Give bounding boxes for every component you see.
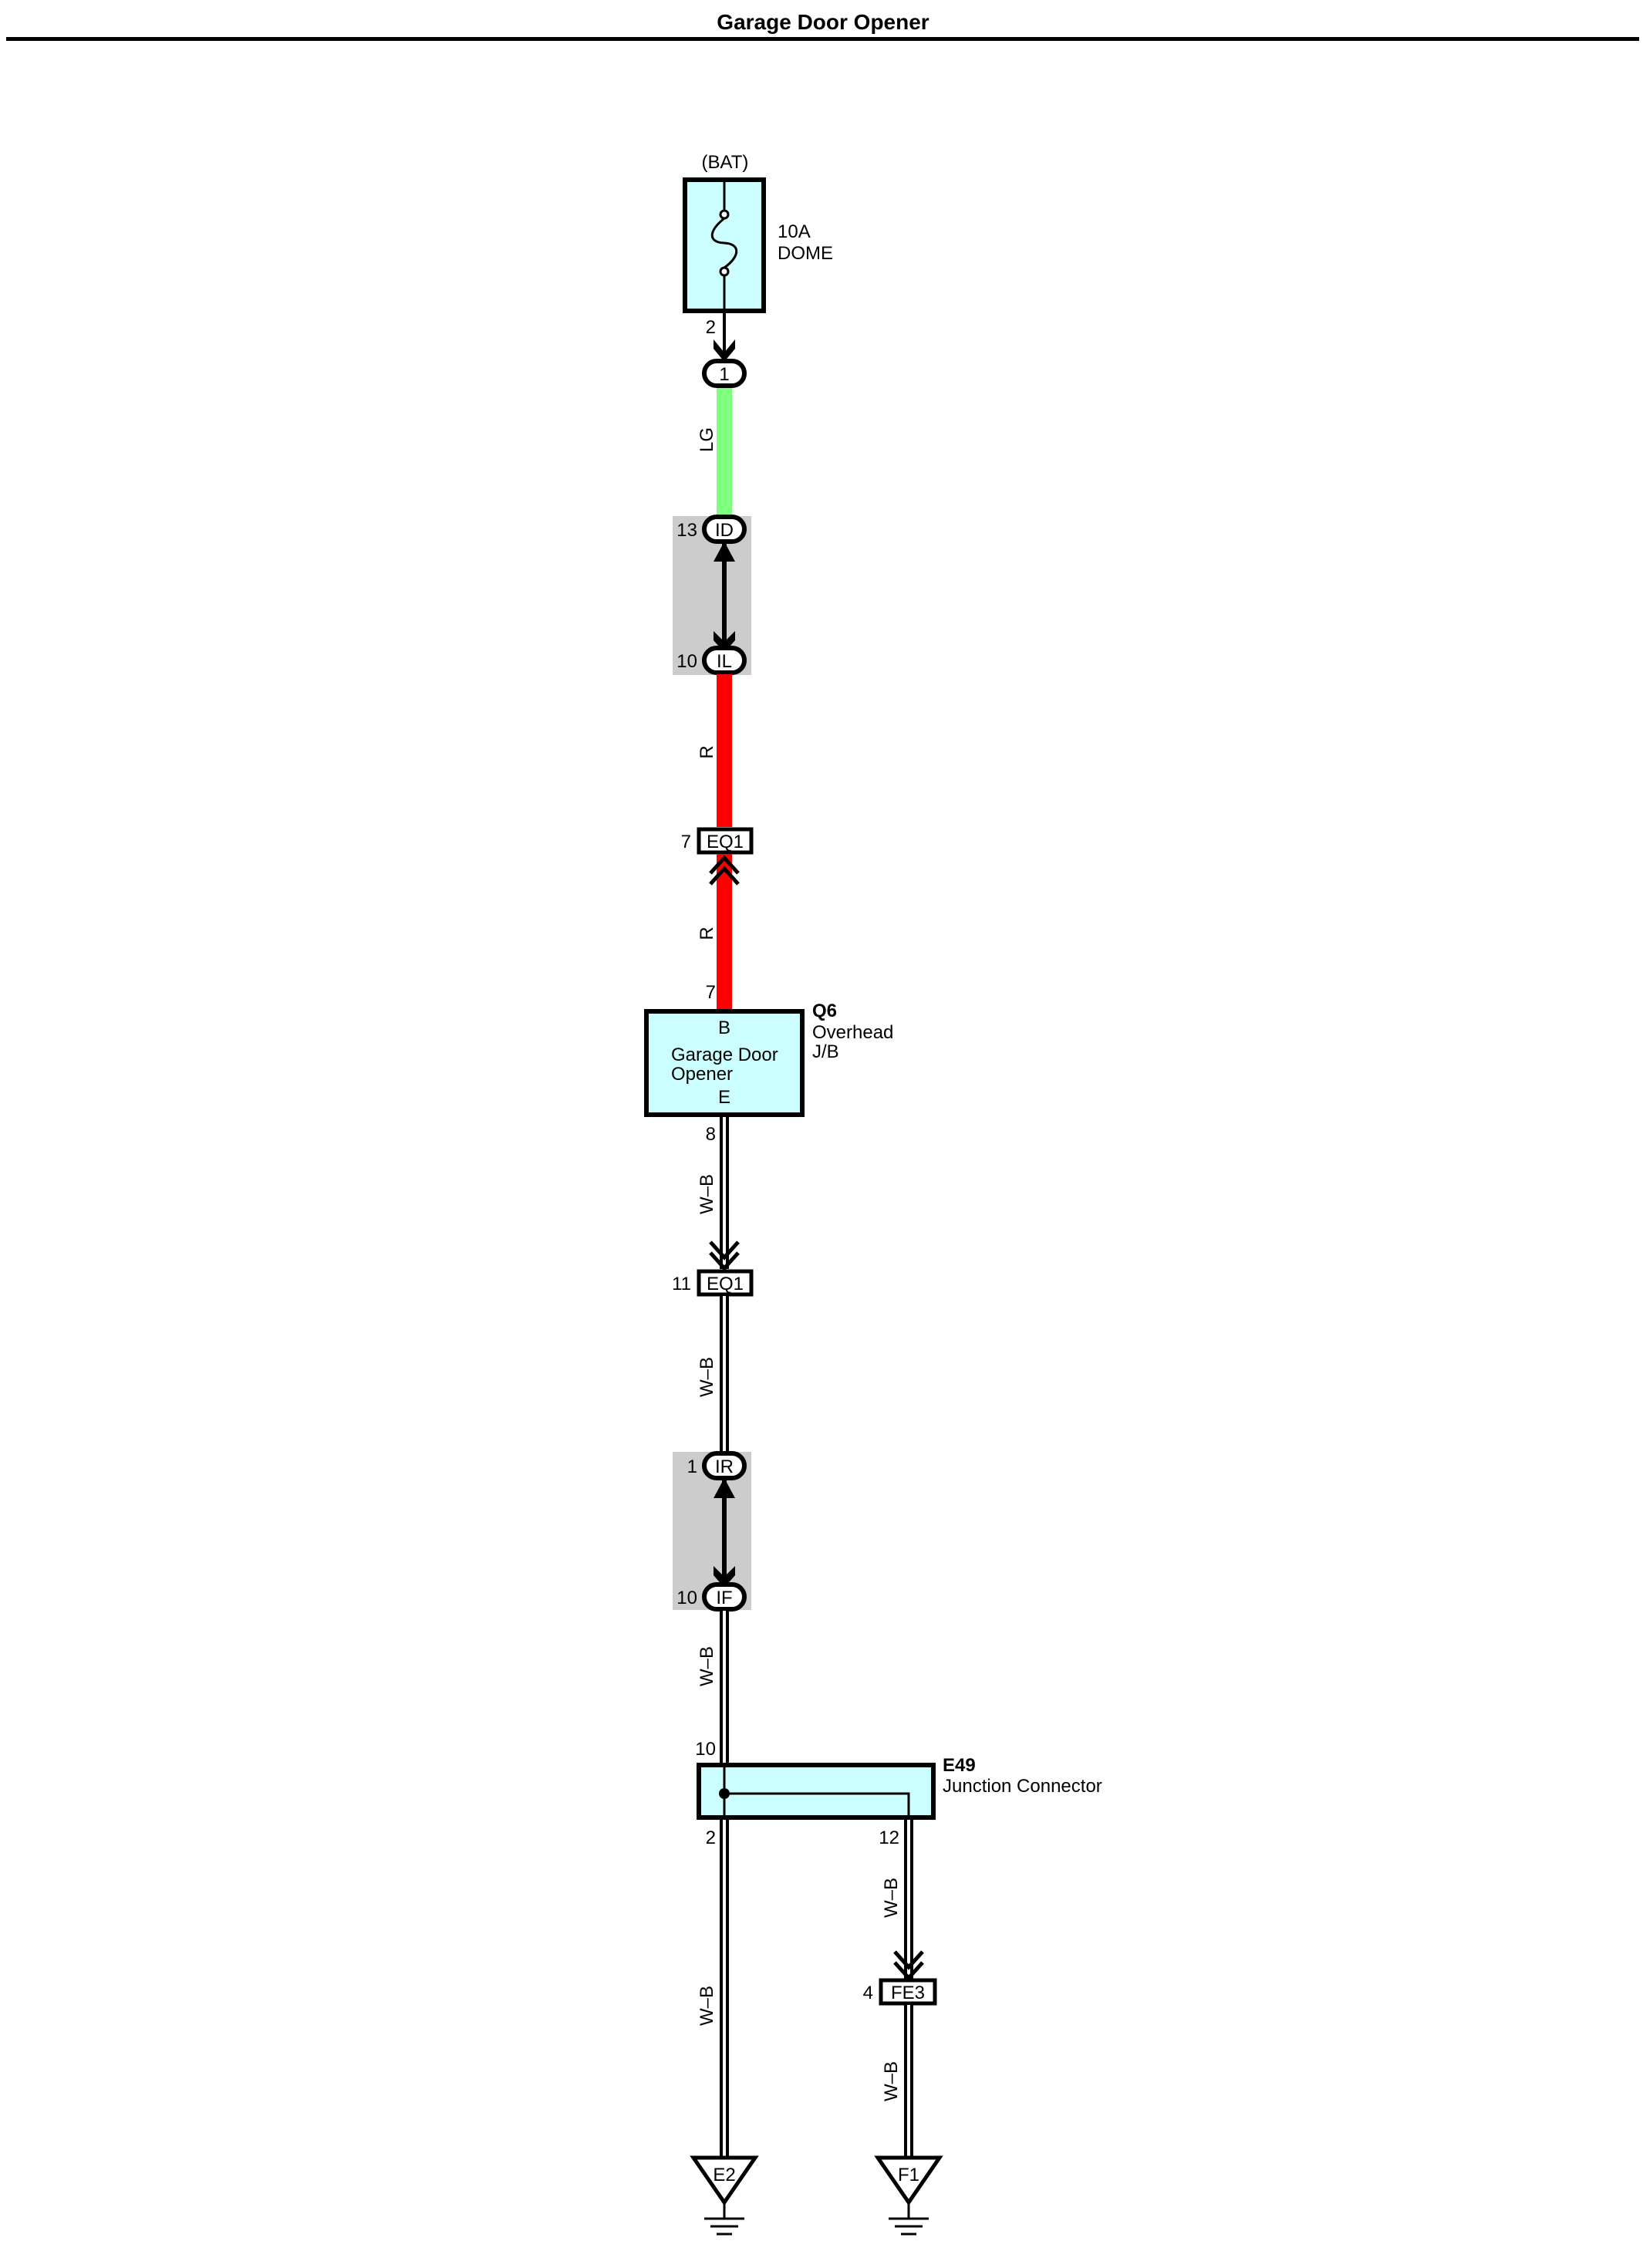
fuse-name: DOME <box>778 243 833 264</box>
fuse-dome: (BAT) 10A DOME 2 <box>683 152 833 338</box>
ground-f1-label: F1 <box>898 2165 919 2185</box>
connector-fe3: FE3 4 <box>863 1978 937 2006</box>
connector-id-code: ID <box>715 520 734 541</box>
wire-label-wb-5: W–B <box>881 1878 902 1918</box>
arrow-down-icon <box>714 631 735 653</box>
connector-ir: IR 1 <box>687 1451 747 1480</box>
wire-label-r-1: R <box>697 745 717 758</box>
wire-label-wb-3: W–B <box>697 1646 717 1686</box>
wire-label-wb-2: W–B <box>697 1357 717 1397</box>
double-chevron-down-icon <box>709 1240 740 1271</box>
arrow-up-icon <box>714 542 735 562</box>
wire-label-wb-1: W–B <box>697 1174 717 1214</box>
ground-icon-2 <box>874 2155 943 2206</box>
gdo-terminal-b: B <box>718 1018 730 1038</box>
ground-e2-label: E2 <box>713 2165 735 2185</box>
connector-il-pin: 10 <box>676 651 697 672</box>
gdo-name-line1: Garage Door <box>671 1045 778 1065</box>
arrow-up-icon-2 <box>714 1478 735 1498</box>
ground-icon <box>690 2155 759 2206</box>
gdo-box <box>644 1009 805 1117</box>
wire-label-lg: LG <box>697 427 717 452</box>
e49-internal-branch <box>724 1792 910 1815</box>
fuse-source-label: (BAT) <box>702 152 749 173</box>
double-chevron-down-icon-2 <box>893 1950 924 1981</box>
connector-eq1-top-pin: 7 <box>681 832 691 852</box>
fuse-terminal-top <box>719 209 730 220</box>
gdo-terminal-e: E <box>718 1087 730 1108</box>
fuse-element-icon <box>710 217 738 269</box>
connector-1: 1 <box>702 359 747 388</box>
e49-pin-left: 2 <box>706 1828 716 1848</box>
wire-label-wb-4: W–B <box>697 1986 717 2026</box>
e49-box <box>697 1763 936 1820</box>
connector-if-pin: 10 <box>676 1588 697 1608</box>
gdo-location-line2: J/B <box>812 1041 839 1062</box>
e49-code: E49 <box>943 1755 976 1776</box>
connector-if-code: IF <box>716 1588 732 1608</box>
connector-if: IF 10 <box>676 1582 747 1612</box>
connector-id-pin: 13 <box>676 520 697 541</box>
connector-fe3-pin: 4 <box>863 1983 873 2003</box>
title-rule <box>6 37 1639 41</box>
arrow-down-icon-2 <box>714 1566 735 1588</box>
connector-ir-code: IR <box>715 1456 734 1477</box>
gdo-pin-b: 7 <box>706 982 716 1003</box>
connector-il-code: IL <box>717 651 732 672</box>
gdo-code: Q6 <box>812 1001 837 1021</box>
connector-il: IL 10 <box>676 646 747 675</box>
connector-eq1-bottom: EQ1 11 <box>672 1269 754 1297</box>
connector-fe3-code: FE3 <box>891 1983 925 2003</box>
connector-eq1-bottom-pin: 11 <box>672 1274 691 1294</box>
fuse-terminal-bottom <box>719 266 730 277</box>
gdo-pin-e: 8 <box>706 1124 716 1145</box>
gdo-location-line1: Overhead <box>812 1022 893 1043</box>
connector-id: ID 13 <box>676 515 747 544</box>
e49-name: Junction Connector <box>943 1776 1102 1797</box>
wire-label-r-2: R <box>697 926 717 940</box>
connector-eq1-top: EQ1 7 <box>681 827 754 855</box>
connector-eq1-bottom-code: EQ1 <box>707 1274 744 1294</box>
fuse-out-pin: 2 <box>706 317 716 338</box>
page-title: Garage Door Opener <box>717 10 929 34</box>
e49-pin-in: 10 <box>695 1739 716 1760</box>
fuse-rating: 10A <box>778 221 811 242</box>
double-chevron-up-icon <box>709 855 740 886</box>
connector-eq1-top-code: EQ1 <box>707 832 744 852</box>
e49-splice-dot <box>719 1788 730 1799</box>
connector-1-code: 1 <box>719 364 729 385</box>
connector-ir-pin: 1 <box>687 1456 697 1477</box>
e49-pin-right: 12 <box>879 1828 899 1848</box>
junction-connector-e49: E49 Junction Connector 2 12 <box>697 1755 1102 1848</box>
gdo-name-line2: Opener <box>671 1064 733 1085</box>
ground-f1: F1 <box>874 2155 943 2236</box>
chevron-down-icon <box>714 339 735 362</box>
wire-label-wb-6: W–B <box>881 2061 902 2101</box>
ground-e2: E2 <box>690 2155 759 2236</box>
garage-door-opener: 7 B Garage Door Opener E Q6 Overhead J/B… <box>644 982 893 1145</box>
